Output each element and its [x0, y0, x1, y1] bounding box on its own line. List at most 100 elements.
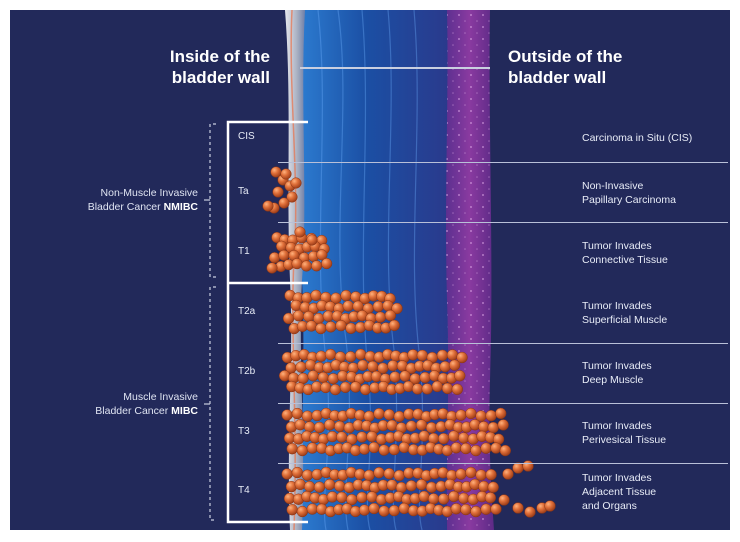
tumor-cell	[391, 302, 403, 315]
tumor-cell	[286, 504, 298, 516]
tumor-cell	[368, 441, 380, 454]
tumor-cell	[378, 444, 390, 456]
tumor-cell	[450, 503, 462, 515]
tumor-cell	[524, 506, 536, 518]
tumor-cell	[415, 478, 428, 491]
tumor-cell	[334, 480, 346, 492]
tumor-cell	[458, 492, 470, 504]
group-mibc-abbr: MIBC	[171, 405, 198, 417]
tumor-cell	[470, 505, 482, 518]
tumor-cell	[419, 371, 431, 384]
tumor-cell	[478, 421, 490, 433]
tumor-cell	[294, 478, 306, 491]
tumor-cell	[329, 383, 342, 396]
tumor-cell	[262, 200, 274, 212]
row-divider	[278, 222, 728, 223]
tumor-cell	[480, 442, 492, 454]
tumor-cell	[487, 421, 499, 434]
tumor-cell	[399, 370, 411, 382]
tumor-cell	[367, 360, 379, 373]
stage-frame	[226, 120, 308, 524]
tumor-cell	[383, 409, 395, 421]
tumor-cell	[437, 493, 450, 505]
tumor-cell	[307, 370, 319, 382]
tumor-cell	[344, 351, 357, 363]
heading-outside-line2: bladder wall	[508, 68, 607, 87]
tumor-cell	[326, 430, 338, 443]
tumor-cell	[455, 409, 467, 421]
tumor-cell	[458, 432, 470, 444]
tumor-cell	[316, 249, 328, 261]
stage-description-line: Tumor Invades	[582, 300, 652, 312]
tumor-cell	[303, 421, 316, 433]
tumor-clusters	[262, 166, 556, 518]
tumor-cell	[454, 370, 466, 382]
row-divider	[278, 463, 728, 464]
tumor-cell	[386, 419, 398, 432]
tumor-cell	[358, 504, 371, 516]
tumor-cell	[296, 444, 309, 457]
stage-code-t2b: T2b	[238, 366, 256, 377]
tumor-cell	[325, 321, 337, 333]
tumor-cell	[297, 372, 309, 385]
tumor-cell	[315, 350, 327, 362]
stage-description-line: Non-Invasive	[582, 180, 644, 192]
tumor-cell	[497, 419, 509, 431]
muscle-layer	[300, 10, 449, 530]
tumor-cell	[465, 407, 477, 420]
tumor-cell	[280, 168, 292, 180]
tumor-cell	[326, 491, 338, 503]
tumor-cell	[311, 260, 323, 272]
stage-description-line: Tumor Invades	[582, 240, 652, 252]
tumor-cell	[356, 491, 368, 504]
tumor-cell	[383, 468, 395, 480]
heading-inside-line2: bladder wall	[171, 68, 270, 87]
tumor-cell	[470, 444, 482, 457]
tumor-cell	[356, 431, 368, 443]
tumor-cell	[291, 407, 303, 420]
stage-description-line: Adjacent Tissue	[582, 486, 657, 498]
tumor-cell	[363, 410, 375, 423]
tumor-cell	[415, 419, 428, 431]
tumor-cell	[388, 443, 400, 456]
tumor-cell	[460, 503, 472, 516]
row-divider	[278, 162, 728, 163]
tumor-cell	[345, 322, 357, 334]
heading-inside-line1: Inside of the	[169, 47, 270, 66]
stage-description-line: Carcinoma in Situ (CIS)	[582, 132, 693, 144]
heading-outside: Outside of the bladder wall	[508, 46, 668, 88]
tumor-cell	[313, 421, 326, 434]
tumor-cell	[310, 289, 322, 302]
row-divider	[278, 343, 728, 344]
tumor-cell	[323, 419, 336, 431]
stage-description-line: Tumor Invades	[582, 472, 652, 484]
tumor-cell	[315, 322, 327, 335]
tumor-cell	[544, 500, 556, 512]
tumor-cell	[363, 469, 375, 482]
tumor-cell	[427, 493, 440, 505]
tumor-cell	[439, 361, 451, 373]
tumor-cell	[305, 320, 318, 332]
tumor-cell	[502, 468, 514, 480]
tumor-cell	[411, 383, 424, 395]
mucosa-layer	[285, 10, 305, 530]
tumor-cell	[490, 503, 502, 515]
tumor-cell	[272, 186, 284, 198]
group-nmibc-line1: Non-Muscle Invasive	[100, 187, 198, 199]
stage-code-t2a: T2a	[238, 306, 256, 317]
tumor-cell	[292, 310, 305, 322]
tumor-cell	[290, 177, 302, 189]
tumor-cell	[490, 442, 502, 454]
tumor-cell	[487, 481, 499, 493]
tumor-cell	[405, 420, 417, 432]
tumor-cell	[352, 300, 364, 312]
stage-description-line: Connective Tissue	[582, 254, 668, 266]
tumor-cell	[480, 503, 492, 515]
tumor-cell	[436, 349, 449, 361]
tumor-cell	[339, 381, 352, 393]
tumor-cell	[266, 262, 278, 274]
tumor-cell	[398, 441, 410, 454]
